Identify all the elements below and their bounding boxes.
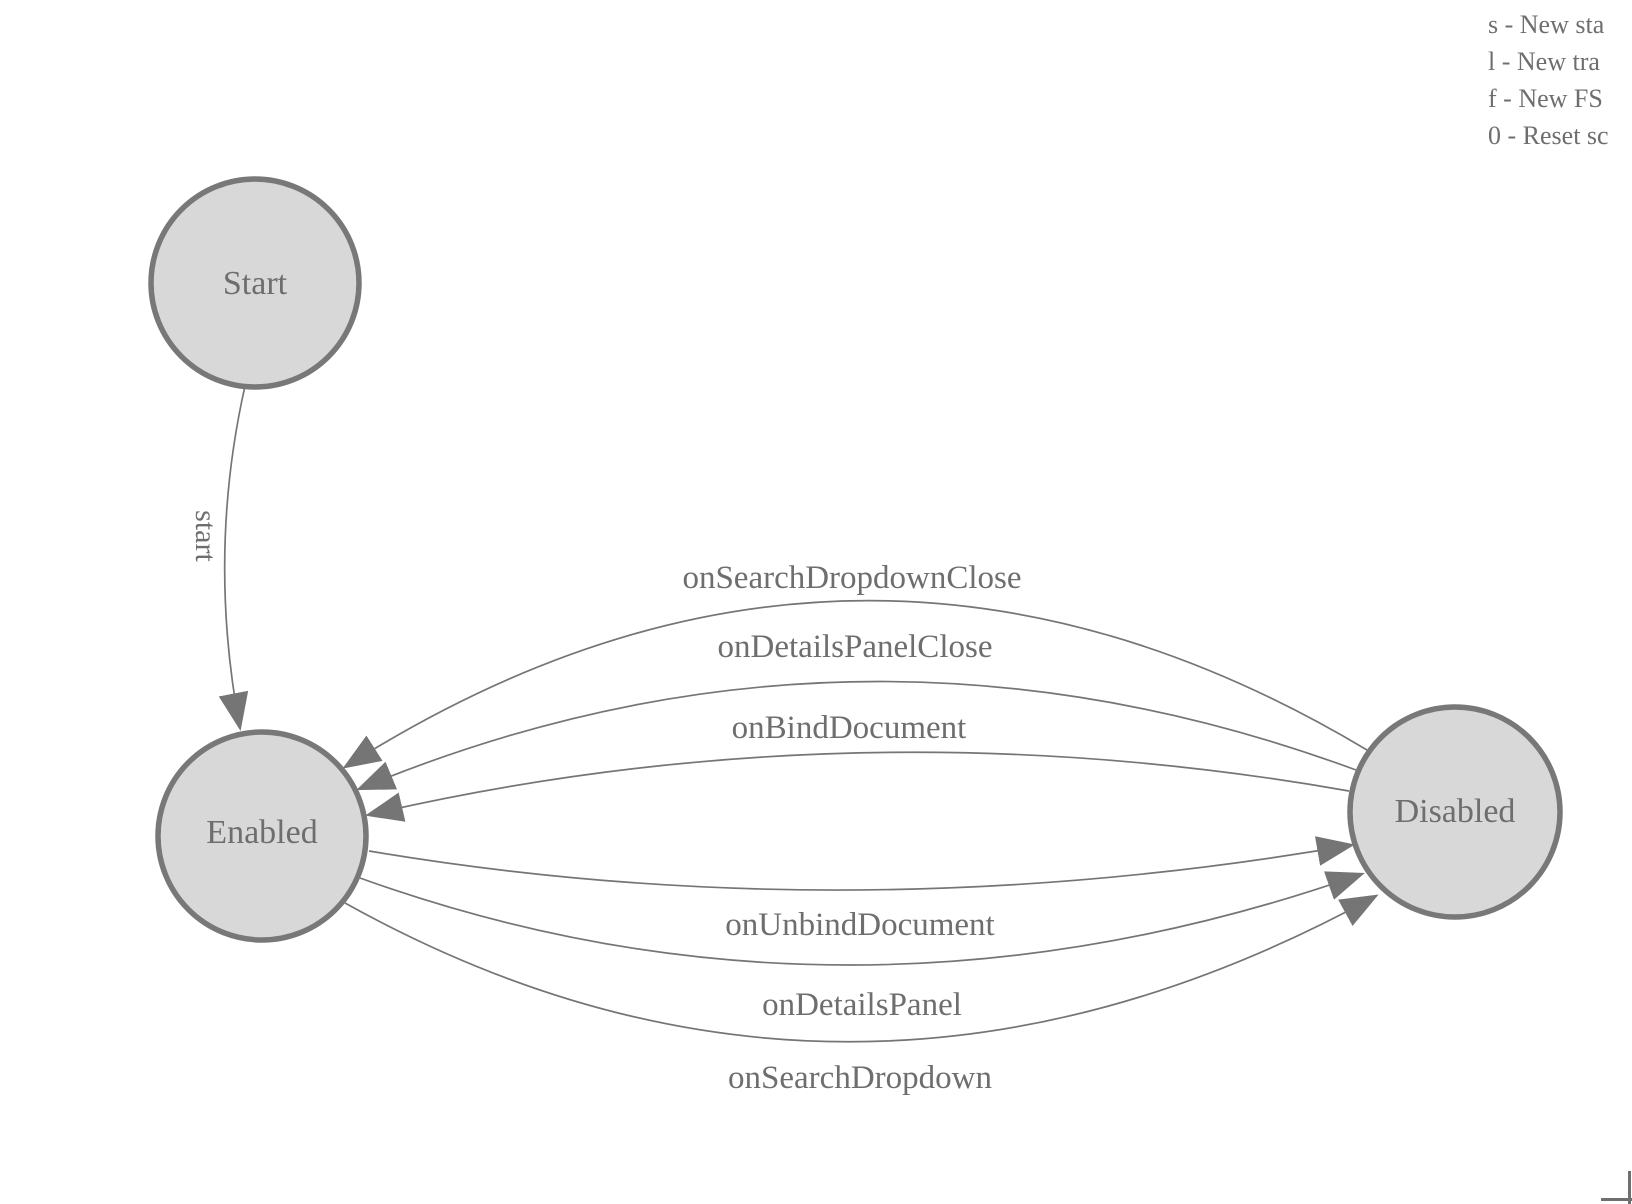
legend-line-new-fsm: f - New FS [1488,84,1603,113]
state-circle-start[interactable] [148,176,362,390]
legend-line-new-transition: l - New tra [1488,47,1600,76]
edge-on-details-panel[interactable] [359,871,1365,966]
canvas-corner-mark-horizontal [1601,1198,1632,1201]
edge-start[interactable] [218,385,249,731]
state-node-enabled: Enabled [155,729,369,943]
transition-labels: start onSearchDropdownClose onDetailsPan… [189,510,1022,1096]
state-circle-enabled[interactable] [155,729,369,943]
legend-line-reset: 0 - Reset sc [1488,121,1609,150]
edge-label-on-details-panel-close: onDetailsPanelClose [718,629,993,665]
state-label-start: Start [223,265,288,302]
state-label-disabled: Disabled [1395,793,1516,830]
edge-label-on-unbind-document: onUnbindDocument [725,907,994,943]
edge-on-details-panel-close[interactable] [356,680,1357,791]
edge-on-search-dropdown[interactable] [344,894,1379,1043]
transition-edges [218,385,1379,1043]
canvas-corner-mark-vertical [1628,1171,1631,1204]
legend-line-new-state: s - New sta [1488,10,1605,39]
shortcut-legend: s - New sta l - New tra f - New FS 0 - R… [1488,6,1609,154]
edge-label-start: start [189,510,222,562]
state-label-enabled: Enabled [206,814,317,851]
edge-label-on-search-dropdown: onSearchDropdown [728,1060,992,1096]
edge-on-bind-document[interactable] [365,751,1350,822]
edge-label-on-search-dropdown-close: onSearchDropdownClose [682,560,1021,596]
edge-on-search-dropdown-close[interactable] [342,599,1368,769]
state-node-disabled: Disabled [1347,704,1563,920]
edge-label-on-details-panel: onDetailsPanel [762,987,962,1023]
state-node-start: Start [148,176,362,390]
state-circle-disabled[interactable] [1347,704,1563,920]
edge-on-unbind-document[interactable] [368,836,1355,891]
edge-label-on-bind-document: onBindDocument [732,710,967,746]
